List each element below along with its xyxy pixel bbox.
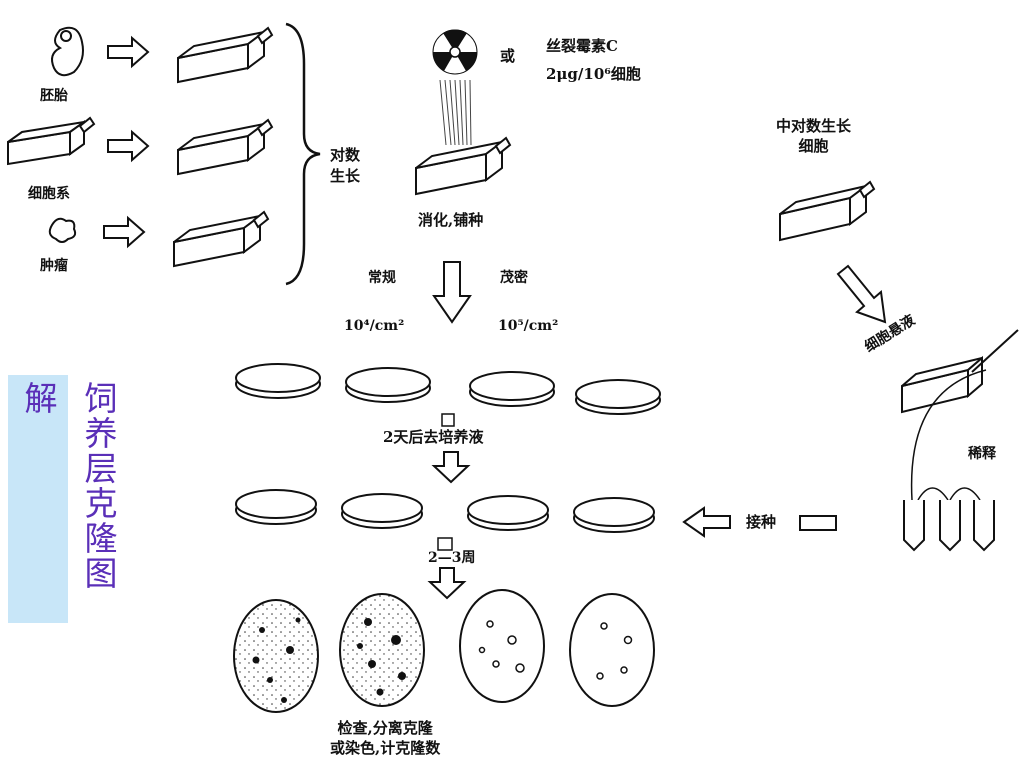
source-label-embryo: 胚胎 [40,88,68,104]
log-growth-label: 对数 生长 [330,146,361,185]
or-label: 或 [500,47,516,65]
mid-log-label: 中对数生长 细胞 [776,117,852,156]
culture-flasks [173,26,274,268]
inoculate-arrow [682,506,731,538]
inoculum-box [799,515,837,531]
normal-density-value: 10⁴/cm² [344,318,405,334]
result-label: 检查,分离克隆 或染色,计克隆数 [330,719,441,758]
source-arrows [103,35,150,249]
result-dishes [233,589,655,713]
suspension-flask [901,355,983,414]
radiation-icon [432,29,478,75]
mid-log-flask [779,180,876,242]
dense-density-label: 茂密 [500,270,528,286]
flask-2 [177,118,274,176]
grouping-brace [285,22,321,286]
side-title-panel: 饲养层克隆图解 [8,375,118,623]
seed-arrow [432,261,472,324]
pipette [971,329,1019,373]
medium-arrow [431,451,471,484]
dense-density-value: 10⁵/cm² [498,318,559,334]
flask-1 [177,26,274,84]
mitomycin-label: 丝裂霉素C [546,37,618,55]
remove-medium-label: 2天后去培养液 [383,428,484,446]
dilution-arcs [910,369,987,501]
flask-3 [173,210,270,268]
weeks-arrow [427,567,467,600]
source-label-tumor: 肿瘤 [40,258,68,274]
radiation-beam [439,79,472,146]
dishes-row-inoculated [235,489,655,533]
dose-label: 2μg/10⁶细胞 [546,65,641,83]
normal-density-label: 常规 [368,270,396,286]
embryo-icon [51,26,84,77]
inoculate-label: 接种 [746,513,777,531]
digest-seed-label: 消化,铺种 [418,211,484,229]
flask-icon [7,116,96,166]
weeks-label: 2—3周 [428,550,476,566]
tumor-icon [48,217,77,243]
dilution-label: 稀释 [968,446,996,462]
source-label-cell-line: 细胞系 [28,186,70,202]
dilution-tubes [903,500,995,552]
treated-flask [415,136,512,196]
diagonal-arrow [836,264,887,324]
side-title: 饲养层克隆图解 [19,381,118,591]
dishes-row-seeded [235,363,661,415]
